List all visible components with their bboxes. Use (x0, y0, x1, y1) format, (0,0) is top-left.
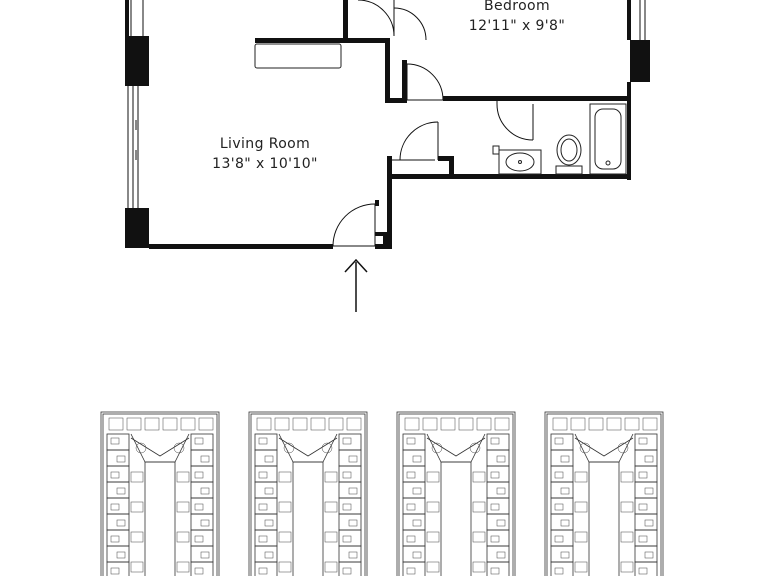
sink (492, 145, 542, 175)
interior-wall (387, 156, 392, 249)
hall-wall-right (385, 38, 390, 102)
bath-south-wall (387, 174, 630, 179)
living-room-window (125, 0, 149, 248)
hall-door (357, 0, 427, 41)
unit-floor-plan: Bedroom 12'11" x 9'8" Living Room 13'8" … (125, 0, 650, 312)
closet-wall (255, 38, 388, 43)
bathtub (589, 103, 627, 175)
closet-door (392, 121, 454, 179)
living-room-dimensions: 13'8" x 10'10" (212, 156, 318, 172)
building-key-plans (101, 412, 663, 576)
bedroom-door (406, 63, 444, 101)
living-room-name: Living Room (220, 136, 310, 152)
entry-door (332, 200, 387, 249)
arrow-up-icon (344, 258, 368, 312)
building-key-plan-3 (397, 412, 515, 576)
bathroom-door (496, 101, 534, 141)
bedroom-south-wall (443, 96, 630, 101)
bedroom-dimensions: 12'11" x 9'8" (469, 18, 565, 34)
building-key-plan-4 (545, 412, 663, 576)
bedroom-window (627, 0, 650, 180)
bedroom-name: Bedroom (484, 0, 550, 14)
building-key-plan-2 (249, 412, 367, 576)
building-key-plan-1 (101, 412, 219, 576)
toilet (555, 134, 583, 175)
closet-shelf (254, 43, 342, 69)
living-room-south-wall (149, 244, 333, 249)
hall-wall-left (343, 0, 348, 40)
